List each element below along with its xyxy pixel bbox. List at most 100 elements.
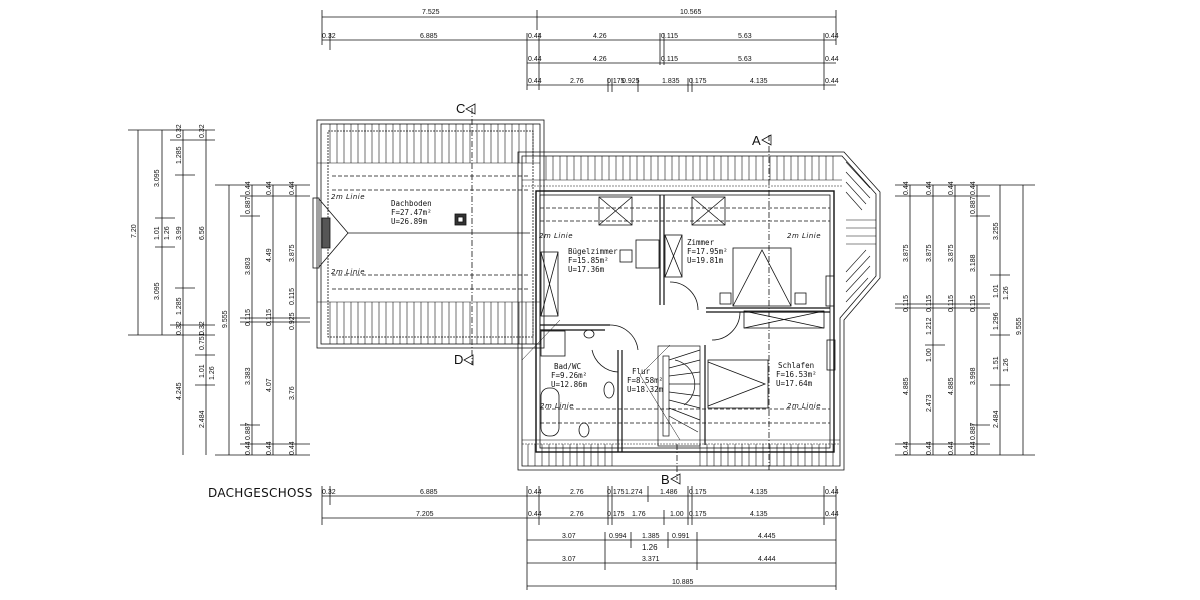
dim-label: 0.44: [528, 33, 542, 40]
dim-label: 1.76: [632, 511, 646, 518]
dim-label: 2.76: [570, 78, 584, 85]
section-marker-a: A: [752, 133, 761, 148]
dim-label: 0.44: [528, 511, 542, 518]
dim-label: 4.26: [593, 33, 607, 40]
dim-label: 1.26: [1003, 286, 1010, 300]
room-name-bad-wc: Bad/WC: [554, 362, 581, 371]
dim-label: 1.835: [662, 78, 680, 85]
dim-label: 1.01: [199, 364, 206, 378]
dim-label: 1.26: [209, 366, 216, 380]
room-area: F=9.26m²: [551, 371, 587, 380]
linie-label: 2m Linie: [331, 193, 365, 201]
rafters-bottom: [329, 302, 534, 344]
drawing-title: DACHGESCHOSS: [208, 486, 313, 500]
linie-label: 2m Linie: [331, 268, 365, 276]
dim-label: 0.115: [661, 33, 678, 40]
dim-label: 0.925: [289, 312, 296, 330]
section-marker-d: D: [454, 352, 463, 367]
dim-label: 3.803: [245, 257, 252, 275]
dim-label: 1.296: [993, 312, 1000, 330]
dim-label: 4.885: [948, 377, 955, 395]
dim-label: 0.44: [926, 441, 933, 455]
room-perimeter: U=18.32m: [627, 385, 664, 394]
linie-label: 2m Linie: [540, 402, 574, 410]
staircase: [657, 345, 701, 447]
room-perimeter: U=26.89m: [391, 217, 428, 226]
room-name-zimmer: Zimmer: [687, 238, 715, 247]
dim-label: 0.887: [970, 196, 977, 214]
dim-label: 0.115: [926, 295, 933, 312]
dim-label: 4.885: [903, 377, 910, 395]
rafters-main-top: [522, 156, 842, 187]
dim-label: 2.76: [570, 489, 584, 496]
dim-label: 1.285: [176, 146, 183, 164]
room-perimeter: U=19.81m: [687, 256, 724, 265]
room-name-buegelzimmer: Bügelzimmer: [568, 247, 618, 256]
linie-label: 2m Linie: [539, 232, 573, 240]
dim-label: 0.115: [903, 295, 910, 312]
dim-label: 5.63: [738, 33, 752, 40]
dim-label: 0.991: [672, 533, 690, 540]
dim-label: 2.473: [926, 394, 933, 412]
dim-label: 4.445: [758, 533, 776, 540]
dim-label: 6.885: [420, 489, 438, 496]
dim-label: 3.383: [245, 367, 252, 385]
dim-label: 0.32: [322, 33, 336, 40]
dim-label: 0.44: [289, 181, 296, 195]
dim-label: 1.51: [993, 356, 1000, 370]
dim-label: 1.26: [164, 226, 171, 240]
dim-label: 4.135: [750, 511, 768, 518]
dim-label: 0.887: [245, 422, 252, 440]
dim-label: 0.887: [245, 196, 252, 214]
dim-label: 0.44: [245, 441, 252, 455]
dim-label: 3.998: [970, 367, 977, 385]
dim-label: 0.44: [245, 181, 252, 195]
dim-label: 1.385: [642, 533, 660, 540]
dim-label: 4.49: [266, 248, 273, 262]
top-dimension-chain: 7.525 10.565 0.32 6.885 0.44 4.26 0.115 …: [321, 9, 839, 92]
dim-label: 0.44: [266, 181, 273, 195]
dim-label: 0.32: [176, 124, 183, 138]
dim-label: 0.44: [528, 489, 542, 496]
dim-label: 0.44: [825, 511, 839, 518]
dim-label: 3.371: [642, 556, 660, 563]
dim-label: 0.44: [528, 78, 542, 85]
rafters-main-bottom: [522, 439, 840, 466]
dim-label: 0.32: [176, 321, 183, 335]
room-name-dachboden: Dachboden: [391, 199, 432, 208]
dim-label: 4.26: [593, 56, 607, 63]
section-marker-c: C: [456, 101, 465, 116]
dim-label: 3.07: [562, 533, 576, 540]
dim-label: 4.444: [758, 556, 776, 563]
dim-label: 4.245: [176, 382, 183, 400]
dim-label: 3.99: [176, 226, 183, 240]
dim-label: 0.925: [622, 78, 640, 85]
dachboden-wing: [312, 108, 545, 365]
dim-label: 0.115: [266, 309, 273, 326]
dim-label: 1.212: [926, 317, 933, 335]
dim-label: 0.175: [607, 489, 625, 496]
dim-label: 0.44: [825, 33, 839, 40]
room-perimeter: U=17.64m: [776, 379, 813, 388]
dim-label: 3.875: [926, 244, 933, 262]
dim-label: 0.32: [199, 124, 206, 138]
dim-label: 0.32: [199, 321, 206, 335]
dim-label: 3.07: [562, 556, 576, 563]
dim-label: 3.188: [970, 254, 977, 272]
dim-label: 1.486: [660, 489, 678, 496]
dim-label: 0.44: [266, 441, 273, 455]
dim-label: 6.885: [420, 33, 438, 40]
room-area: F=27.47m²: [391, 208, 432, 217]
room-name-schlafen: Schlafen: [778, 361, 814, 370]
dim-label: 3.095: [154, 282, 161, 300]
room-area: F=16.53m²: [776, 370, 817, 379]
dim-label: 6.56: [199, 226, 206, 240]
dim-label: 1.285: [176, 297, 183, 315]
dim-label: 0.175: [607, 511, 625, 518]
dim-label: 5.63: [738, 56, 752, 63]
dim-label: 3.095: [154, 169, 161, 187]
dim-label: 0.44: [825, 489, 839, 496]
dim-label: 0.175: [689, 489, 707, 496]
dim-top-7525: 7.525: [422, 9, 440, 16]
